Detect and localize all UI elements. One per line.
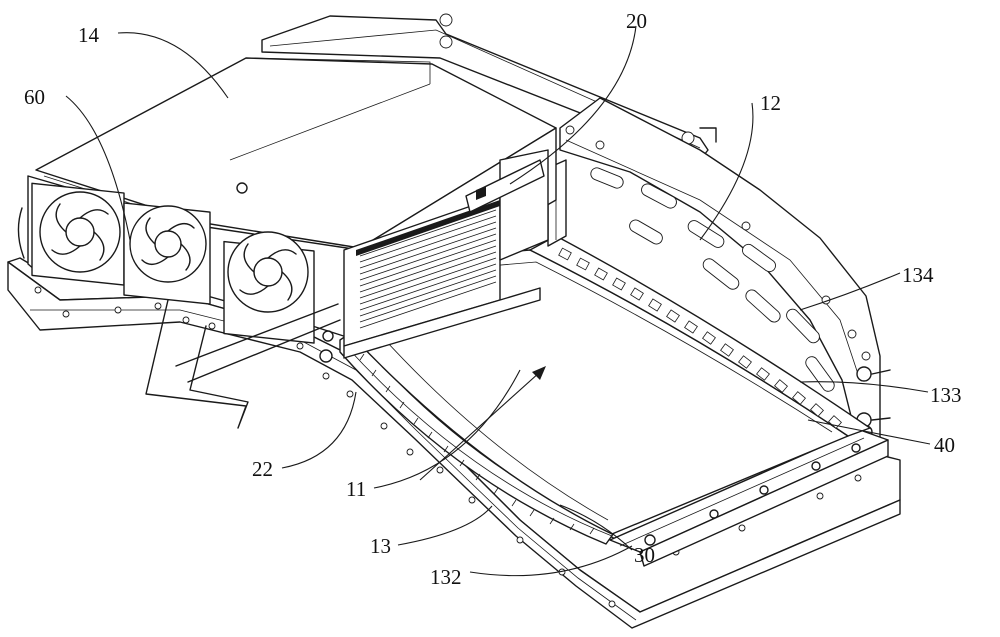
- label-60: 60: [24, 85, 45, 109]
- label-14: 14: [78, 23, 100, 47]
- fan-left: [18, 183, 124, 285]
- label-12: 12: [760, 91, 781, 115]
- label-132: 132: [430, 565, 462, 589]
- label-133: 133: [930, 383, 962, 407]
- label-22: 22: [252, 457, 273, 481]
- fan-middle: [124, 203, 210, 304]
- fan-right: [224, 232, 314, 343]
- label-13: 13: [370, 534, 391, 558]
- label-20: 20: [626, 9, 647, 33]
- label-40: 40: [934, 433, 955, 457]
- label-134: 134: [902, 263, 934, 287]
- label-11: 11: [346, 477, 366, 501]
- label-30: 30: [634, 543, 655, 567]
